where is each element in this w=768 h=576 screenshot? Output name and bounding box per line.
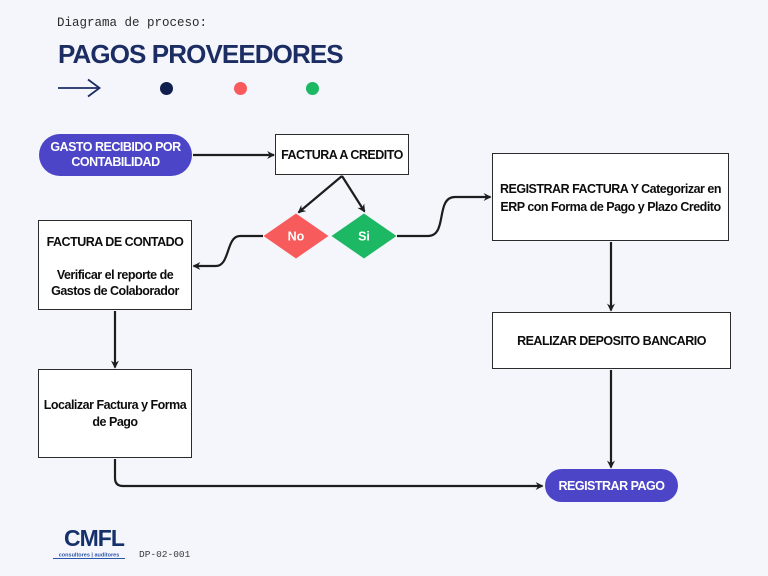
svg-text:consultores | auditores: consultores | auditores: [59, 553, 120, 559]
svg-text:No: No: [288, 230, 305, 244]
svg-text:Si: Si: [358, 230, 370, 244]
